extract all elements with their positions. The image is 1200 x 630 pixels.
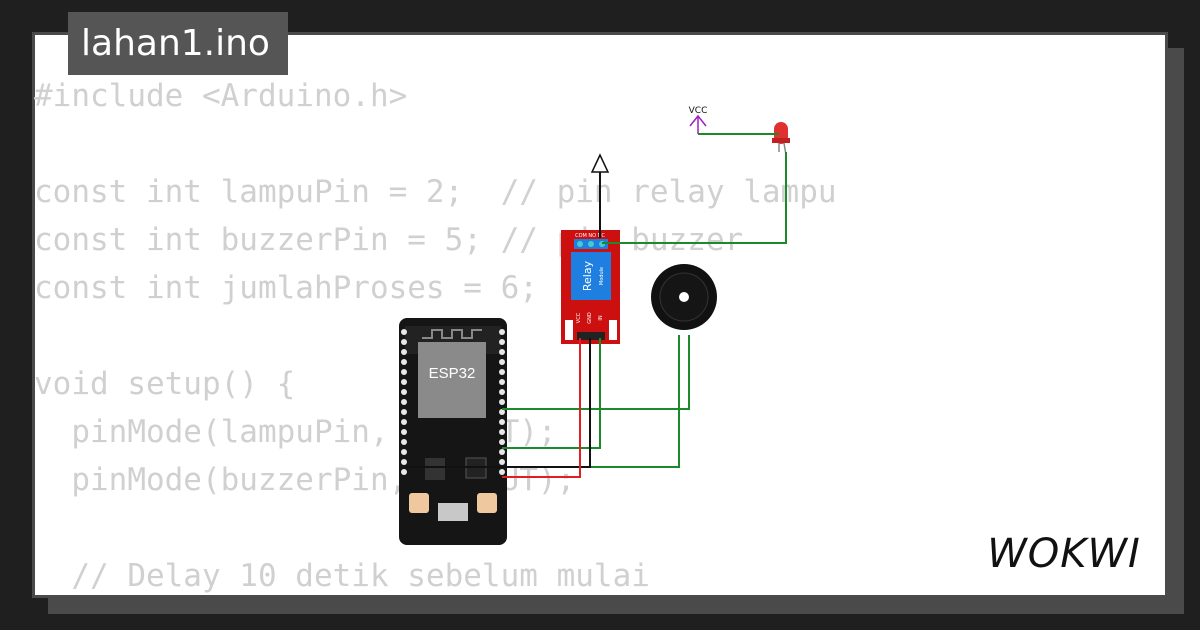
relay-top-pins: COM NO NC	[575, 233, 605, 239]
wire	[502, 335, 690, 410]
brand-name: WOKWI	[987, 531, 1141, 577]
usb-port	[438, 503, 468, 521]
code-line: const int jumlahProses = 6;	[34, 270, 538, 306]
esp32-chip	[418, 342, 486, 418]
relay-module[interactable]: COM NO NC Relay Module VCC GND IN	[561, 230, 620, 344]
wire	[404, 338, 591, 468]
led[interactable]	[772, 122, 790, 156]
code-editor: #include <Arduino.h> const int lampuPin =…	[34, 72, 837, 600]
enable-button[interactable]	[477, 493, 497, 513]
wire	[502, 338, 581, 478]
code-line: #include <Arduino.h>	[34, 78, 408, 114]
relay-pin-vcc: VCC	[576, 312, 582, 323]
relay-sublabel: Module	[599, 267, 605, 285]
wire	[502, 338, 601, 449]
relay-pin-gnd: GND	[587, 312, 593, 324]
vcc-symbol[interactable]: VCC	[689, 106, 708, 134]
code-line: // Delay 10 detik sebelum mulai	[34, 558, 650, 594]
esp32-label: ESP32	[429, 365, 476, 382]
code-line: void setup() {	[34, 366, 296, 402]
code-line: const int lampuPin = 2; // pin relay lam…	[34, 174, 837, 210]
wire	[602, 152, 787, 244]
code-line: const int buzzerPin = 5; // pin buzzer	[34, 222, 744, 258]
project-filename-tab[interactable]: lahan1.ino	[68, 12, 288, 75]
relay-pin-in: IN	[598, 315, 604, 320]
wires	[404, 133, 787, 478]
vcc-label: VCC	[689, 106, 708, 116]
boot-button[interactable]	[409, 493, 429, 513]
power-arrow-icon	[590, 153, 610, 238]
relay-coil	[571, 252, 611, 300]
wokwi-logo: WOKWI	[987, 531, 1141, 577]
buzzer[interactable]	[651, 264, 717, 330]
relay-label: Relay	[581, 260, 594, 291]
esp32-board[interactable]: ESP32	[399, 318, 507, 545]
